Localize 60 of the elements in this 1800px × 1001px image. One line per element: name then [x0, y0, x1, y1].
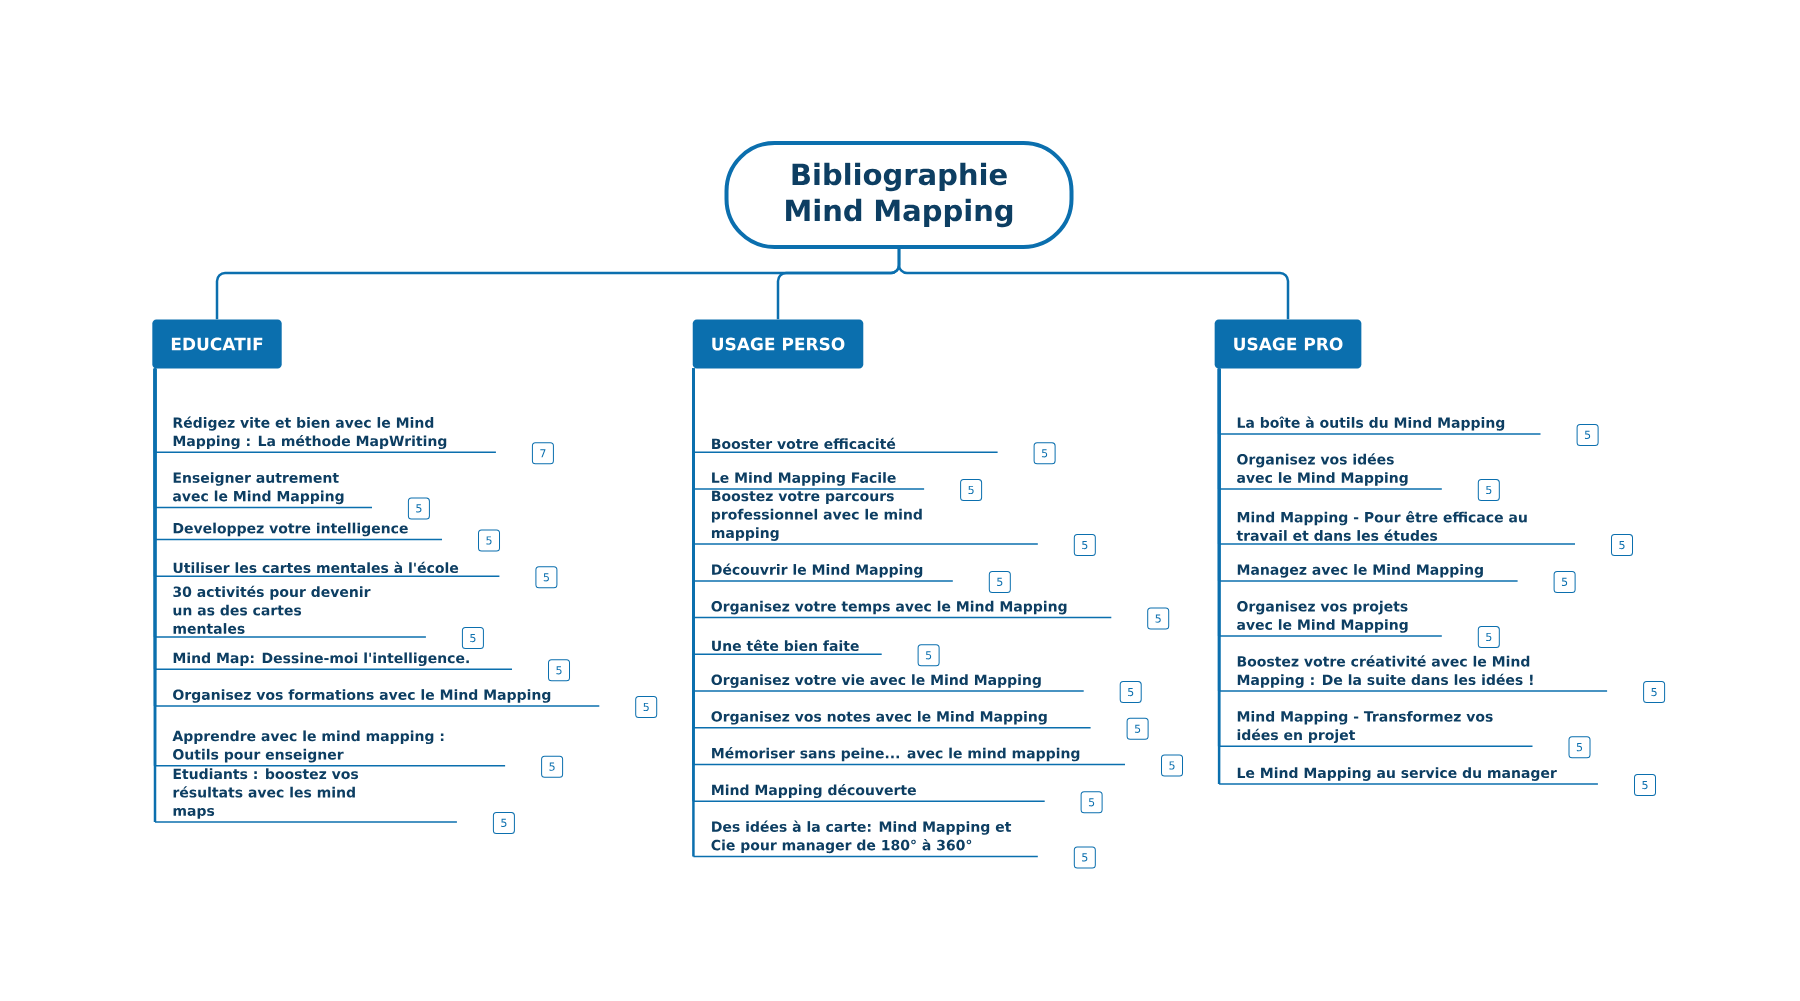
rating-badge: 5 — [1643, 681, 1666, 704]
book-title: Le Mind Mapping au service du manager — [1218, 767, 1599, 785]
book-title: Mind Map: Dessine-moi l'intelligence. — [154, 652, 513, 671]
rating-badge: 5 — [541, 755, 564, 778]
root-bubble: Bibliographie Mind Mapping — [724, 141, 1074, 249]
rating-badge: 5 — [1119, 681, 1142, 704]
book-title: Developpez votre intelligence — [154, 522, 443, 541]
book-title: Mind Mapping - Pour être efficace au travail et dans les études — [1218, 511, 1576, 545]
book-title: Mind Mapping - Transformez vos idées en projet — [1218, 710, 1534, 747]
rating-badge: 5 — [635, 696, 658, 718]
rating-badge: 5 — [1477, 479, 1500, 501]
rating-badge: 5 — [1477, 626, 1500, 648]
book-title: Des idées à la carte: Mind Mapping et Cie pour manager de 180° à 360° — [692, 820, 1039, 858]
category-box: EDUCATIF — [152, 319, 282, 369]
book-title: 30 activités pour devenir un as des cartes mentales — [154, 585, 427, 638]
rating-badge: 5 — [478, 529, 500, 552]
rating-badge: 5 — [917, 644, 940, 667]
rating-badge: 5 — [1080, 791, 1103, 814]
book-title: Enseigner autrement avec le Mind Mapping — [154, 472, 373, 509]
rating-badge: 5 — [960, 479, 983, 501]
rating-badge: 5 — [1576, 423, 1599, 446]
book-title: Organisez vos projets avec le Mind Mapping — [1218, 600, 1443, 637]
rating-badge: 5 — [407, 497, 430, 520]
rating-badge: 5 — [1568, 736, 1591, 759]
book-title: Le Mind Mapping Facile — [692, 472, 925, 490]
rating-badge: 5 — [1161, 754, 1183, 777]
book-title: Mind Mapping découverte — [692, 783, 1046, 803]
rating-badge: 5 — [1033, 442, 1056, 465]
book-title: Organisez votre temps avec le Mind Mapping — [692, 600, 1113, 619]
book-title: Une tête bien faite — [692, 639, 883, 656]
book-title: Organisez vos formations avec le Mind Mapping — [154, 689, 601, 707]
rating-badge: 7 — [531, 442, 554, 465]
category-box: USAGE PRO — [1214, 319, 1362, 369]
book-title: Etudiants : boostez vos résultats avec les mind maps — [154, 768, 458, 823]
rating-badge: 5 — [535, 566, 558, 589]
book-title: Découvrir le Mind Mapping — [692, 563, 954, 582]
rating-badge: 5 — [548, 659, 570, 682]
rating-badge: 5 — [461, 627, 484, 650]
connector-line — [897, 249, 1290, 320]
rating-badge: 5 — [1126, 717, 1149, 740]
category-box: USAGE PERSO — [692, 319, 864, 369]
rating-badge: 5 — [1634, 774, 1656, 797]
book-title: Rédigez vite et bien avec le Mind Mapping : La méthode MapWriting — [154, 416, 497, 454]
book-title: Organisez vos notes avec le Mind Mapping — [692, 710, 1092, 729]
book-title: Organisez vos idées avec le Mind Mapping — [1218, 453, 1443, 490]
book-title: Booster votre efficacité — [692, 437, 999, 454]
book-title: La boîte à outils du Mind Mapping — [1218, 416, 1542, 435]
rating-badge: 5 — [1553, 570, 1576, 593]
book-title: Managez avec le Mind Mapping — [1218, 564, 1519, 582]
book-title: Utiliser les cartes mentales à l'école — [154, 561, 501, 578]
rating-badge: 5 — [988, 570, 1011, 593]
book-title: Organisez votre vie avec le Mind Mapping — [692, 674, 1085, 692]
rating-badge: 5 — [1073, 534, 1096, 557]
rating-badge: 5 — [492, 811, 515, 834]
book-title: Boostez votre créativité avec le Mind Mapping : De la suite dans les idées ! — [1218, 655, 1608, 692]
book-title: Apprendre avec le mind mapping : Outils pour enseigner — [154, 730, 506, 767]
rating-badge: 5 — [1147, 607, 1170, 630]
rating-badge: 5 — [1073, 846, 1096, 869]
book-title: Mémoriser sans peine... avec le mind mapping — [692, 747, 1126, 766]
rating-badge: 5 — [1611, 534, 1633, 557]
